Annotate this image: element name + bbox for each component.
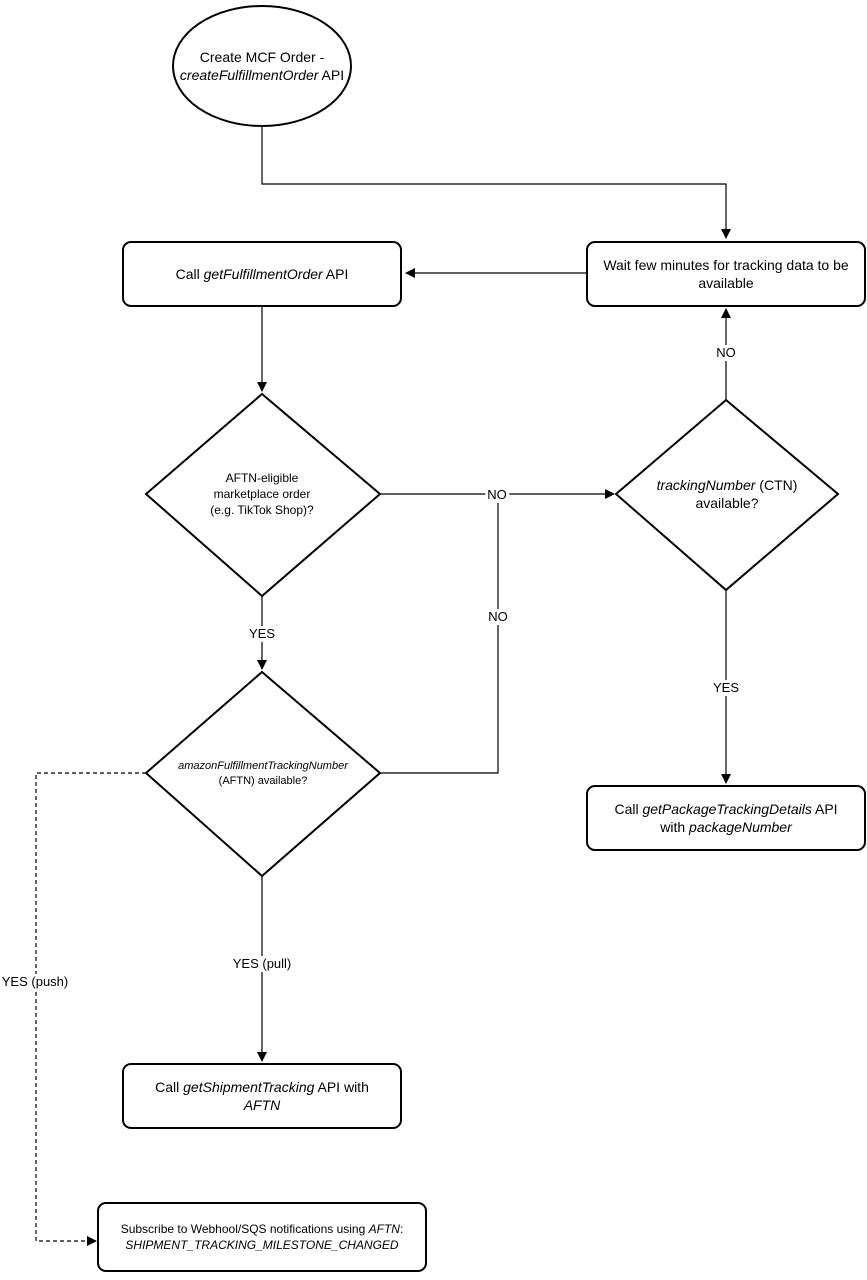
aftn-eligible-label: AFTN-eligible marketplace order (e.g. Ti… <box>176 464 348 524</box>
aftn-eligible-line3: (e.g. TikTok Shop)? <box>210 503 314 517</box>
shipment-tracking-label: Call getShipmentTracking API with AFTN <box>123 1064 401 1128</box>
get-order-suffix: API <box>322 266 349 282</box>
create-order-ellipse <box>172 5 352 127</box>
get-order-api-name: getFulfillmentOrder <box>203 266 323 282</box>
edge-label-yes-push: YES (push) <box>0 974 71 990</box>
edge-aftn-push-to-subscribe <box>35 772 146 1246</box>
tracking-number-field: trackingNumber <box>656 477 756 493</box>
aftn-eligible-line1: AFTN-eligible <box>225 471 299 485</box>
package-tracking-label: Call getPackageTrackingDetails API with … <box>587 786 865 850</box>
subscribe-suffix: : <box>399 1222 404 1236</box>
aftn-eligible-diamond <box>144 392 382 598</box>
wait-line2: available <box>698 275 754 291</box>
edge-aftn-no-to-merge <box>380 494 499 774</box>
shipment-tracking-suffix: API with <box>314 1079 369 1095</box>
subscribe-aftn: AFTN <box>368 1222 400 1236</box>
wait-line1: Wait few minutes for tracking data to be <box>603 257 849 273</box>
package-tracking-api-name: getPackageTrackingDetails <box>642 801 812 817</box>
create-order-api-suffix: API <box>318 67 345 83</box>
edge-label-no-aftn: NO <box>486 609 510 625</box>
shipment-tracking-prefix: Call <box>155 1079 184 1095</box>
edge-label-yes-eligible: YES <box>246 626 278 642</box>
create-order-line1: Create MCF Order - <box>199 49 325 65</box>
subscribe-label: Subscribe to Webhool/SQS notifications u… <box>98 1203 426 1271</box>
edge-label-yes-tracking: YES <box>710 680 742 696</box>
aftn-eligible-line2: marketplace order <box>213 487 311 501</box>
shipment-tracking-aftn: AFTN <box>243 1097 281 1113</box>
edge-create-to-wait <box>261 127 731 239</box>
package-tracking-with: with <box>660 819 690 835</box>
aftn-available-label: amazonFulfillmentTrackingNumber (AFTN) a… <box>148 757 378 791</box>
tracking-number-label: trackingNumber (CTN) available? <box>632 474 822 514</box>
get-order-label: Call getFulfillmentOrder API <box>123 242 401 306</box>
create-order-api-name: createFulfillmentOrder <box>179 67 319 83</box>
package-number-field: packageNumber <box>689 819 792 835</box>
get-order-box <box>122 241 402 307</box>
tracking-number-line2: available? <box>695 495 759 511</box>
edge-label-yes-pull: YES (pull) <box>230 956 294 972</box>
wait-box <box>586 241 866 307</box>
get-order-prefix: Call <box>175 266 204 282</box>
aftn-available-diamond <box>144 670 382 878</box>
shipment-tracking-api-name: getShipmentTracking <box>183 1079 315 1095</box>
edge-label-no-tracking: NO <box>714 345 738 361</box>
aftn-available-field: amazonFulfillmentTrackingNumber <box>178 760 348 772</box>
tracking-number-diamond <box>614 398 840 592</box>
subscribe-prefix: Subscribe to Webhool/SQS notifications u… <box>120 1222 369 1236</box>
aftn-available-line2: (AFTN) available? <box>218 775 308 787</box>
create-order-label: Create MCF Order - createFulfillmentOrde… <box>175 36 349 96</box>
subscribe-event-name: SHIPMENT_TRACKING_MILESTONE_CHANGED <box>125 1238 399 1252</box>
package-tracking-prefix: Call <box>614 801 643 817</box>
package-tracking-box <box>586 785 866 851</box>
subscribe-box <box>97 1202 427 1272</box>
tracking-number-suffix: (CTN) <box>755 477 798 493</box>
package-tracking-suffix: API <box>811 801 838 817</box>
edge-label-no-eligible: NO <box>485 487 509 503</box>
wait-label: Wait few minutes for tracking data to be… <box>587 242 865 306</box>
shipment-tracking-box <box>122 1063 402 1129</box>
